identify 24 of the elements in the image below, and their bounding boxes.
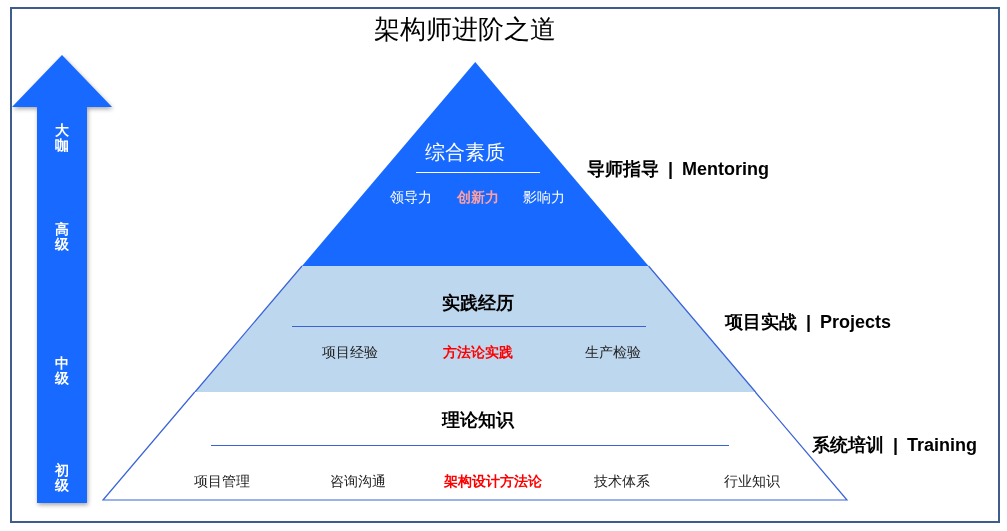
skill-label: 创新力 [457, 190, 499, 204]
up-arrow [12, 55, 112, 503]
tier-caption: 导师指导 | Mentoring [587, 160, 770, 178]
level-label: 初级 [55, 462, 69, 494]
tier-heading: 理论知识 [442, 411, 514, 429]
level-label: 中级 [55, 355, 69, 387]
skill-label: 咨询沟通 [330, 474, 386, 488]
tier-heading: 综合素质 [425, 142, 505, 162]
tier-caption: 项目实战 | Projects [725, 313, 892, 331]
skill-label: 技术体系 [594, 474, 650, 488]
tier-heading: 实践经历 [442, 294, 514, 312]
diagram-title: 架构师进阶之道 [374, 17, 556, 43]
tier-caption: 系统培训 | Training [812, 436, 978, 454]
skill-label: 项目管理 [194, 474, 250, 488]
pyramid-tier [103, 392, 847, 500]
skill-label: 项目经验 [322, 345, 378, 359]
level-label: 高级 [55, 221, 69, 253]
level-label: 大咖 [55, 122, 69, 154]
skill-label: 影响力 [523, 190, 565, 204]
skill-label: 领导力 [390, 190, 432, 204]
skill-label: 架构设计方法论 [444, 474, 542, 488]
skill-label: 行业知识 [724, 474, 780, 488]
skill-label: 生产检验 [585, 345, 641, 359]
skill-label: 方法论实践 [443, 345, 513, 359]
